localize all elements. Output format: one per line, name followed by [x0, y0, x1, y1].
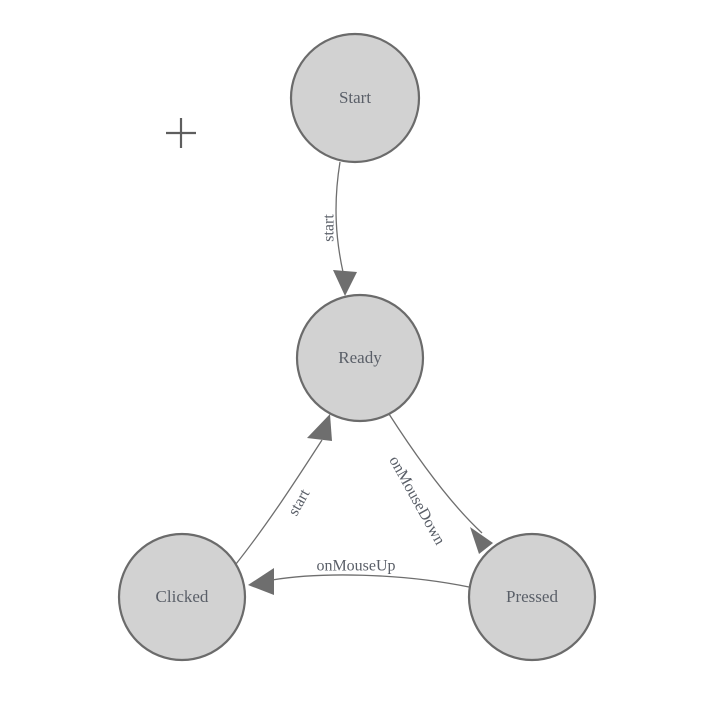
node-start[interactable]: Start	[289, 32, 421, 164]
crosshair-icon	[166, 118, 196, 148]
node-label: Pressed	[506, 587, 558, 606]
edge-ready-to-pressed[interactable]	[388, 413, 493, 554]
edge-line	[388, 413, 483, 534]
arrowhead-icon	[307, 414, 332, 441]
node-pressed[interactable]: Pressed	[467, 532, 597, 662]
edge-clicked-to-ready[interactable]	[235, 414, 332, 565]
node-circle	[467, 532, 597, 662]
node-clicked[interactable]: Clicked	[117, 532, 247, 662]
edge-pressed-to-clicked[interactable]	[248, 568, 470, 595]
arrowhead-icon	[333, 270, 357, 296]
node-circle	[289, 32, 421, 164]
arrowhead-icon	[248, 568, 274, 595]
arrowhead-icon	[470, 527, 493, 554]
node-circle	[295, 293, 425, 423]
edge-start-to-ready[interactable]	[333, 161, 357, 296]
edge-label-pressed-to-clicked: onMouseUp	[316, 558, 395, 575]
node-label: Start	[339, 88, 371, 107]
edge-label-clicked-to-ready: start	[285, 486, 313, 519]
node-label: Ready	[338, 348, 382, 367]
node-label: Clicked	[156, 587, 209, 606]
edge-line	[235, 439, 323, 565]
edge-label-ready-to-pressed: onMouseDown	[385, 453, 448, 548]
edge-line	[335, 161, 344, 273]
edge-line	[271, 574, 470, 588]
edge-label-start-to-ready: start	[321, 214, 338, 242]
node-ready[interactable]: Ready	[295, 293, 425, 423]
node-circle	[117, 532, 247, 662]
